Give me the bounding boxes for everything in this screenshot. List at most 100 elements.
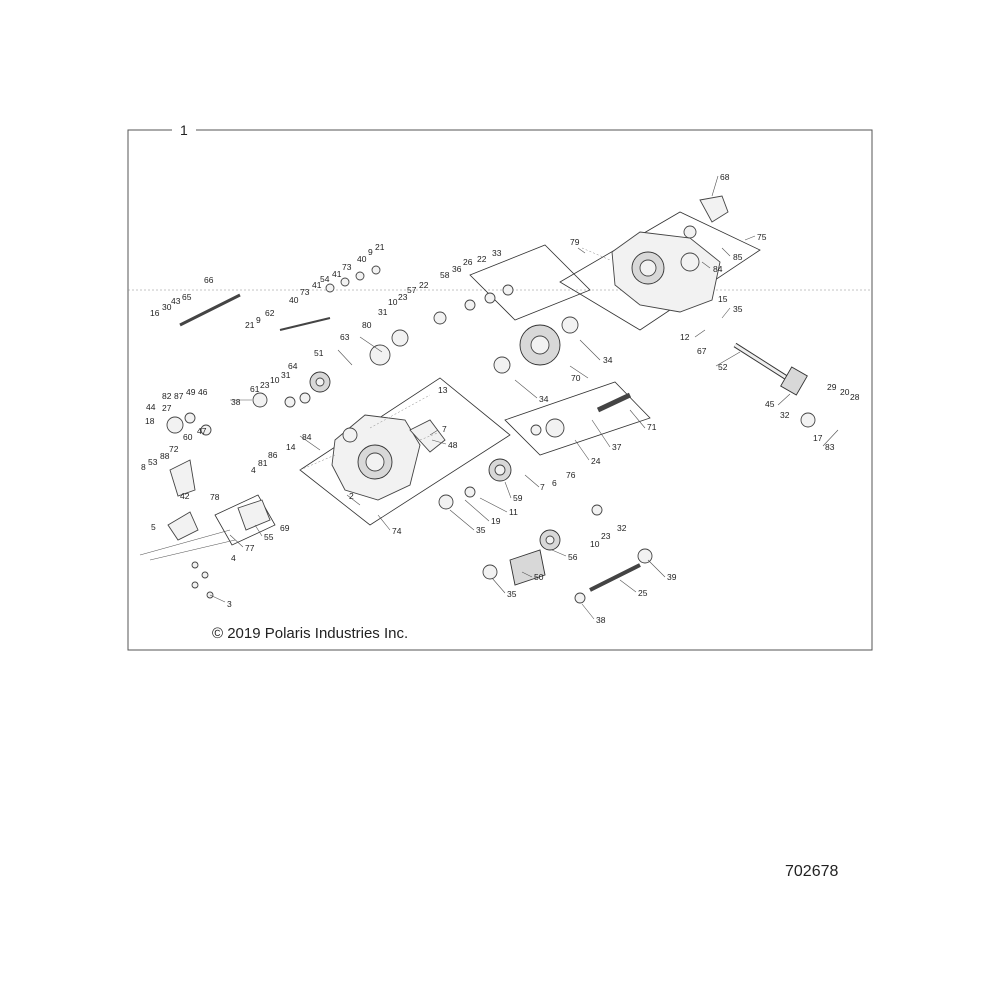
- callout: 38: [231, 397, 241, 407]
- callout: 61: [250, 384, 260, 394]
- callout: 10: [270, 375, 280, 385]
- callout: 51: [314, 348, 324, 358]
- callout: 28: [850, 392, 860, 402]
- callout: 29: [827, 382, 837, 392]
- callout: 24: [591, 456, 601, 466]
- copyright-notice: © 2019 Polaris Industries Inc.: [212, 625, 408, 642]
- callout: 80: [362, 320, 372, 330]
- callout: 59: [513, 493, 523, 503]
- output-shaft: [733, 342, 808, 396]
- callout: 84: [302, 432, 312, 442]
- callout: 66: [204, 275, 214, 285]
- callout: 52: [718, 362, 728, 372]
- callout: 22: [477, 254, 487, 264]
- callout: 9: [368, 247, 373, 257]
- callout: 69: [280, 523, 290, 533]
- callout: 83: [825, 442, 835, 452]
- callout: 33: [492, 248, 502, 258]
- callout: 64: [288, 361, 298, 371]
- callout: 41: [312, 280, 322, 290]
- callout: 7: [540, 482, 545, 492]
- callout: 84: [713, 264, 723, 274]
- callout: 20: [840, 387, 850, 397]
- callout: 32: [780, 410, 790, 420]
- callout: 49: [186, 387, 196, 397]
- callout: 23: [260, 380, 270, 390]
- callout: 40: [357, 254, 367, 264]
- callout: 74: [392, 526, 402, 536]
- callout: 42: [180, 491, 190, 501]
- callout: 46: [198, 387, 208, 397]
- callout: 4: [231, 553, 236, 563]
- callout: 35: [733, 304, 743, 314]
- callout: 34: [539, 394, 549, 404]
- callout: 21: [375, 242, 385, 252]
- shift-components: [179, 265, 514, 408]
- callout: 15: [718, 294, 728, 304]
- callout: 73: [342, 262, 352, 272]
- callout: 31: [281, 370, 291, 380]
- callout: 8: [141, 462, 146, 472]
- callout: 35: [507, 589, 517, 599]
- callout: 6: [552, 478, 557, 488]
- callout: 81: [258, 458, 268, 468]
- callout: 86: [268, 450, 278, 460]
- callout: 10: [590, 539, 600, 549]
- callout: 87: [174, 391, 184, 401]
- callout: 43: [171, 296, 181, 306]
- callout: 31: [378, 307, 388, 317]
- callout: 21: [245, 320, 255, 330]
- callout: 36: [452, 264, 462, 274]
- callout: 47: [197, 426, 207, 436]
- callout: 77: [245, 543, 255, 553]
- callout: 5: [151, 522, 156, 532]
- front-case-housing: [331, 414, 446, 501]
- callout: 27: [162, 403, 172, 413]
- callout: 71: [647, 422, 657, 432]
- callout: 39: [667, 572, 677, 582]
- callout: 53: [148, 457, 158, 467]
- callout: 54: [320, 274, 330, 284]
- callout: 3: [227, 599, 232, 609]
- callout: 79: [570, 237, 580, 247]
- callout: 18: [145, 416, 155, 426]
- callout: 60: [183, 432, 193, 442]
- callout: 16: [150, 308, 160, 318]
- callout: 13: [438, 385, 448, 395]
- callout: 82: [162, 391, 172, 401]
- callout: 65: [182, 292, 192, 302]
- rear-case-housing: [611, 195, 729, 313]
- gears-bearings: [438, 225, 816, 604]
- callout: 45: [765, 399, 775, 409]
- callout: 50: [534, 572, 544, 582]
- assembly-lines: [299, 247, 611, 471]
- callout: 4: [251, 465, 256, 475]
- callout: 32: [617, 523, 627, 533]
- callout-leaders: [209, 175, 839, 620]
- callout: 25: [638, 588, 648, 598]
- selector-hardware: [139, 412, 271, 599]
- callout: 70: [571, 373, 581, 383]
- callout: 55: [264, 532, 274, 542]
- callout: 58: [440, 270, 450, 280]
- callout: 85: [733, 252, 743, 262]
- callout: 38: [596, 615, 606, 625]
- callout: 67: [697, 346, 707, 356]
- callout: 30: [162, 302, 172, 312]
- callout: 26: [463, 257, 473, 267]
- callout: 57: [407, 285, 417, 295]
- callout-labels: 68 75 79 85 84 15 35 12 67 52 29 20 28 4…: [141, 172, 860, 625]
- diagram-frame: [127, 129, 873, 651]
- callout: 44: [146, 402, 156, 412]
- callout: 17: [813, 433, 823, 443]
- callout: 2: [349, 491, 354, 501]
- callout: 48: [448, 440, 458, 450]
- callout: 12: [680, 332, 690, 342]
- callout: 23: [601, 531, 611, 541]
- callout: 75: [757, 232, 767, 242]
- callout: 37: [612, 442, 622, 452]
- callout: 40: [289, 295, 299, 305]
- frame-label: 1: [180, 122, 188, 138]
- callout: 72: [169, 444, 179, 454]
